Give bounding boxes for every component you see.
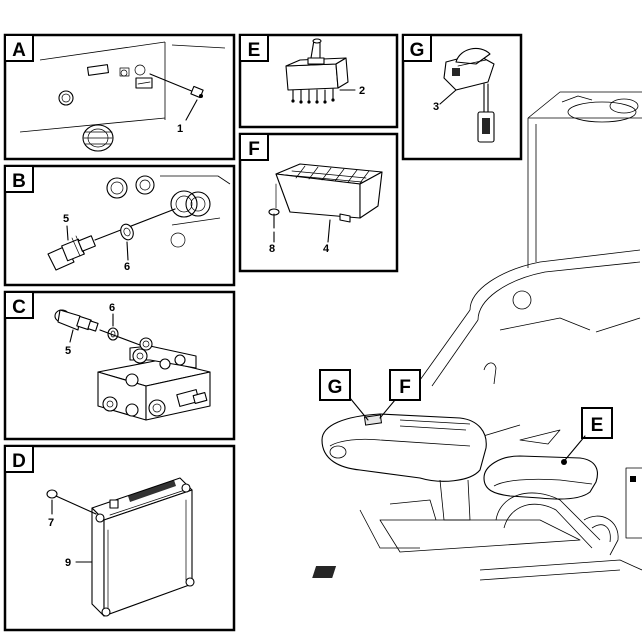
svg-text:3: 3 [433,101,439,113]
svg-text:4: 4 [323,243,330,255]
panel-f: F 8 4 [238,132,399,273]
sensor-icon [54,309,99,332]
svg-text:1: 1 [177,123,183,135]
sensor-icon [47,235,96,271]
svg-text:9: 9 [65,557,71,569]
svg-text:8: 8 [269,243,275,255]
svg-text:G: G [410,40,425,61]
svg-text:B: B [12,171,26,192]
panel-d: D 7 9 [3,444,236,632]
seal-washer-icon [107,327,119,341]
screw-icon [46,489,97,515]
svg-text:7: 7 [48,517,54,529]
svg-text:C: C [12,297,26,318]
svg-text:5: 5 [63,213,69,225]
svg-text:F: F [248,139,260,160]
toggle-switch-icon [285,38,349,104]
svg-text:D: D [12,451,26,472]
svg-text:E: E [591,415,604,436]
overview-tag-g: G [319,369,369,421]
panel-b: B 6 5 [3,164,236,287]
valve-block-icon [97,337,211,421]
switch-panel-icon [275,163,383,223]
panel-c: C 5 6 [3,290,236,441]
svg-text:F: F [399,377,411,398]
rocker-switch-icon [443,47,495,143]
svg-text:A: A [12,40,26,61]
overview-tag-e: E [561,407,613,465]
connector-icon [82,124,114,152]
svg-text:G: G [328,377,343,398]
panel-g: G 3 [401,33,523,161]
screw-icon [268,183,280,229]
sensor-icon [149,73,204,99]
panel-e: E 2 [238,33,399,129]
svg-text:6: 6 [109,302,115,314]
seal-washer-icon [120,223,134,241]
svg-text:5: 5 [65,345,71,357]
panel-a: A 1 [3,33,236,161]
overview-tag-f: F [379,369,421,419]
svg-text:E: E [248,40,261,61]
control-unit-icon [91,477,195,617]
svg-text:2: 2 [359,85,365,97]
machine-overview [201,91,642,581]
svg-text:6: 6 [124,261,130,273]
